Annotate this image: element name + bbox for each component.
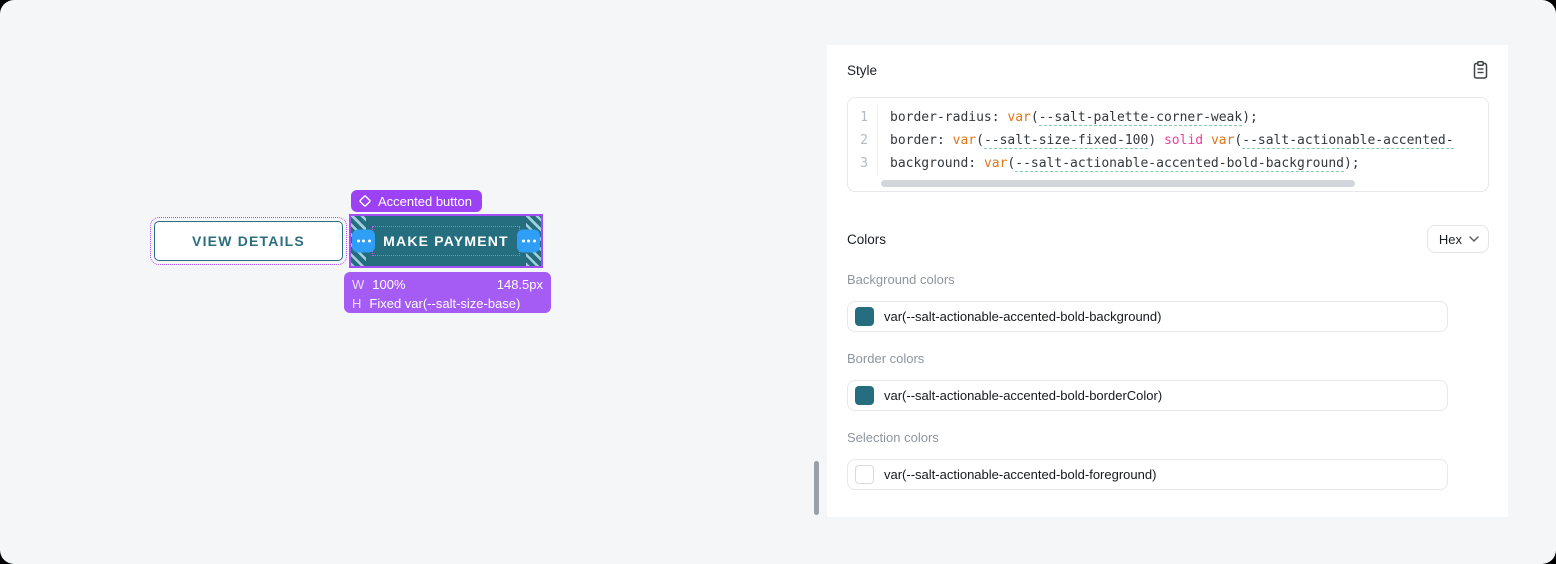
left-ellipsis-handle-icon[interactable]: [352, 229, 375, 253]
vertical-scrollbar[interactable]: [814, 461, 819, 515]
height-row: H Fixed var(--salt-size-base): [352, 295, 543, 312]
width-pixels: 148.5px: [496, 277, 543, 293]
height-value: Fixed var(--salt-size-base): [369, 295, 521, 311]
size-tooltip: W 100% 148.5px H Fixed var(--salt-size-b…: [344, 272, 551, 313]
code-lines: 1 border-radius: var(--salt-palette-corne…: [848, 106, 1488, 175]
color-token-row[interactable]: var(--salt-actionable-accented-bold-bord…: [847, 380, 1448, 411]
code-line: 3 background: var(--salt-actionable-accen…: [848, 152, 1488, 175]
component-label-text: Accented button: [378, 193, 472, 209]
horizontal-scrollbar[interactable]: [881, 180, 1355, 187]
color-group-label: Selection colors: [847, 430, 939, 445]
line-number: 1: [848, 106, 878, 129]
color-swatch: [855, 465, 874, 484]
style-section-header: Style: [847, 59, 1489, 81]
right-ellipsis-handle-icon[interactable]: [517, 229, 540, 253]
line-number: 3: [848, 152, 878, 175]
color-format-dropdown[interactable]: Hex: [1426, 225, 1489, 253]
color-token-row[interactable]: var(--salt-actionable-accented-bold-back…: [847, 301, 1448, 332]
view-details-button[interactable]: VIEW DETAILS: [150, 217, 347, 265]
line-number: 2: [848, 129, 878, 152]
inspector-panel: Style 1 border-radius: var(--salt-palette…: [827, 45, 1508, 517]
color-token-value: var(--salt-actionable-accented-bold-bord…: [884, 388, 1163, 403]
colors-section-header: Colors Hex: [847, 225, 1489, 253]
color-swatch: [855, 307, 874, 326]
code-line: 1 border-radius: var(--salt-palette-corne…: [848, 106, 1488, 129]
color-format-value: Hex: [1438, 231, 1462, 247]
diamond-icon: [359, 195, 371, 207]
make-payment-label: MAKE PAYMENT: [372, 226, 520, 256]
style-code-block: 1 border-radius: var(--salt-palette-corne…: [847, 97, 1489, 192]
code-text: border-radius: var(--salt-palette-corner…: [890, 110, 1258, 126]
color-token-value: var(--salt-actionable-accented-bold-back…: [884, 309, 1162, 324]
width-key: W: [352, 277, 365, 293]
style-section-title: Style: [847, 62, 878, 78]
height-key: H: [352, 295, 362, 311]
code-line: 2 border: var(--salt-size-fixed-100) soli…: [848, 129, 1488, 152]
color-group-label: Border colors: [847, 351, 925, 366]
width-value: 100%: [372, 277, 406, 293]
color-token-value: var(--salt-actionable-accented-bold-fore…: [884, 467, 1157, 482]
color-token-row[interactable]: var(--salt-actionable-accented-bold-fore…: [847, 459, 1448, 490]
component-label-accented-button[interactable]: Accented button: [351, 190, 482, 212]
width-row: W 100% 148.5px: [352, 276, 543, 293]
make-payment-button[interactable]: MAKE PAYMENT: [349, 214, 543, 268]
chevron-down-icon: [1469, 236, 1479, 242]
copy-code-button[interactable]: [1472, 60, 1489, 80]
color-groups: Background colors var(--salt-actionable-a…: [847, 272, 1489, 490]
color-group-label: Background colors: [847, 272, 955, 287]
clipboard-icon: [1473, 61, 1488, 79]
code-text: border: var(--salt-size-fixed-100) solid…: [890, 133, 1454, 149]
colors-section-title: Colors: [847, 231, 887, 247]
code-text: background: var(--salt-actionable-accent…: [890, 156, 1360, 172]
view-details-label: VIEW DETAILS: [192, 233, 305, 249]
color-swatch: [855, 386, 874, 405]
